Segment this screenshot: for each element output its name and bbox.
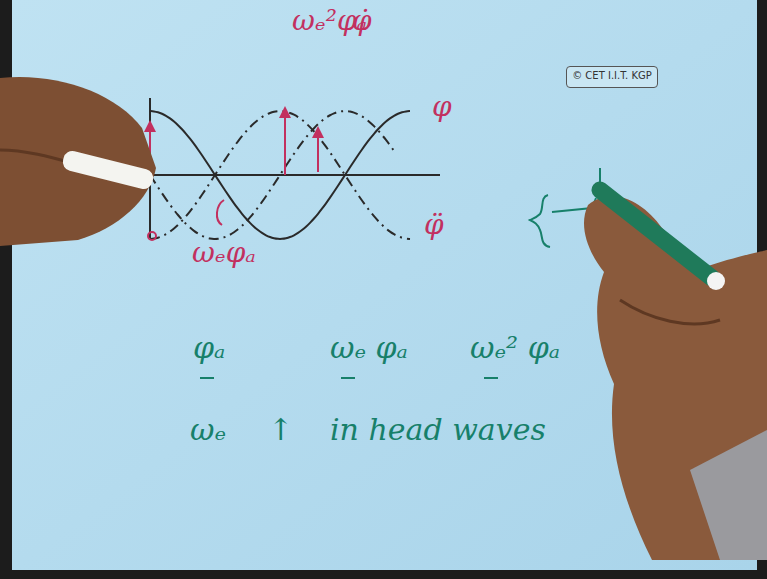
label-text: ↑	[268, 412, 293, 447]
logo-text: © CET I.I.T. KGP	[572, 70, 652, 82]
wave-plot	[150, 98, 440, 239]
right-hand	[584, 190, 767, 560]
label-text: ωₑ	[190, 412, 226, 447]
label-text: ωₑ φₐ	[330, 330, 408, 365]
handwritten-label: ↑	[268, 412, 293, 447]
handwritten-label: in head waves	[330, 412, 546, 447]
handwritten-label: ωₑ	[190, 412, 226, 447]
handwritten-label: φ̇	[352, 4, 372, 37]
handwritten-label: φ̈	[424, 208, 444, 241]
handwritten-label: φₐ	[193, 330, 225, 365]
label-text: ωₑ² φₐ	[470, 330, 560, 365]
label-text: in head waves	[330, 412, 546, 447]
label-text: φ̈	[424, 208, 444, 241]
handwritten-label: ωₑφₐ	[192, 236, 256, 269]
label-text: φ̇	[352, 4, 372, 37]
handwritten-label: ωₑ φₐ	[330, 330, 408, 365]
handwritten-label: ωₑ² φₐ	[470, 330, 560, 365]
underlines	[200, 377, 498, 379]
x-axis	[150, 174, 440, 176]
phi-curve	[150, 111, 410, 239]
phi-dot-curve	[150, 111, 394, 239]
red-marks	[148, 112, 318, 240]
label-text: ωₑφₐ	[192, 236, 256, 269]
phi-ddot-curve	[150, 111, 410, 239]
logo-box: © CET I.I.T. KGP	[566, 66, 658, 88]
label-text: φ	[432, 90, 452, 123]
handwritten-label: φ	[432, 90, 452, 123]
label-text: φₐ	[193, 330, 225, 365]
left-hand	[0, 77, 156, 246]
